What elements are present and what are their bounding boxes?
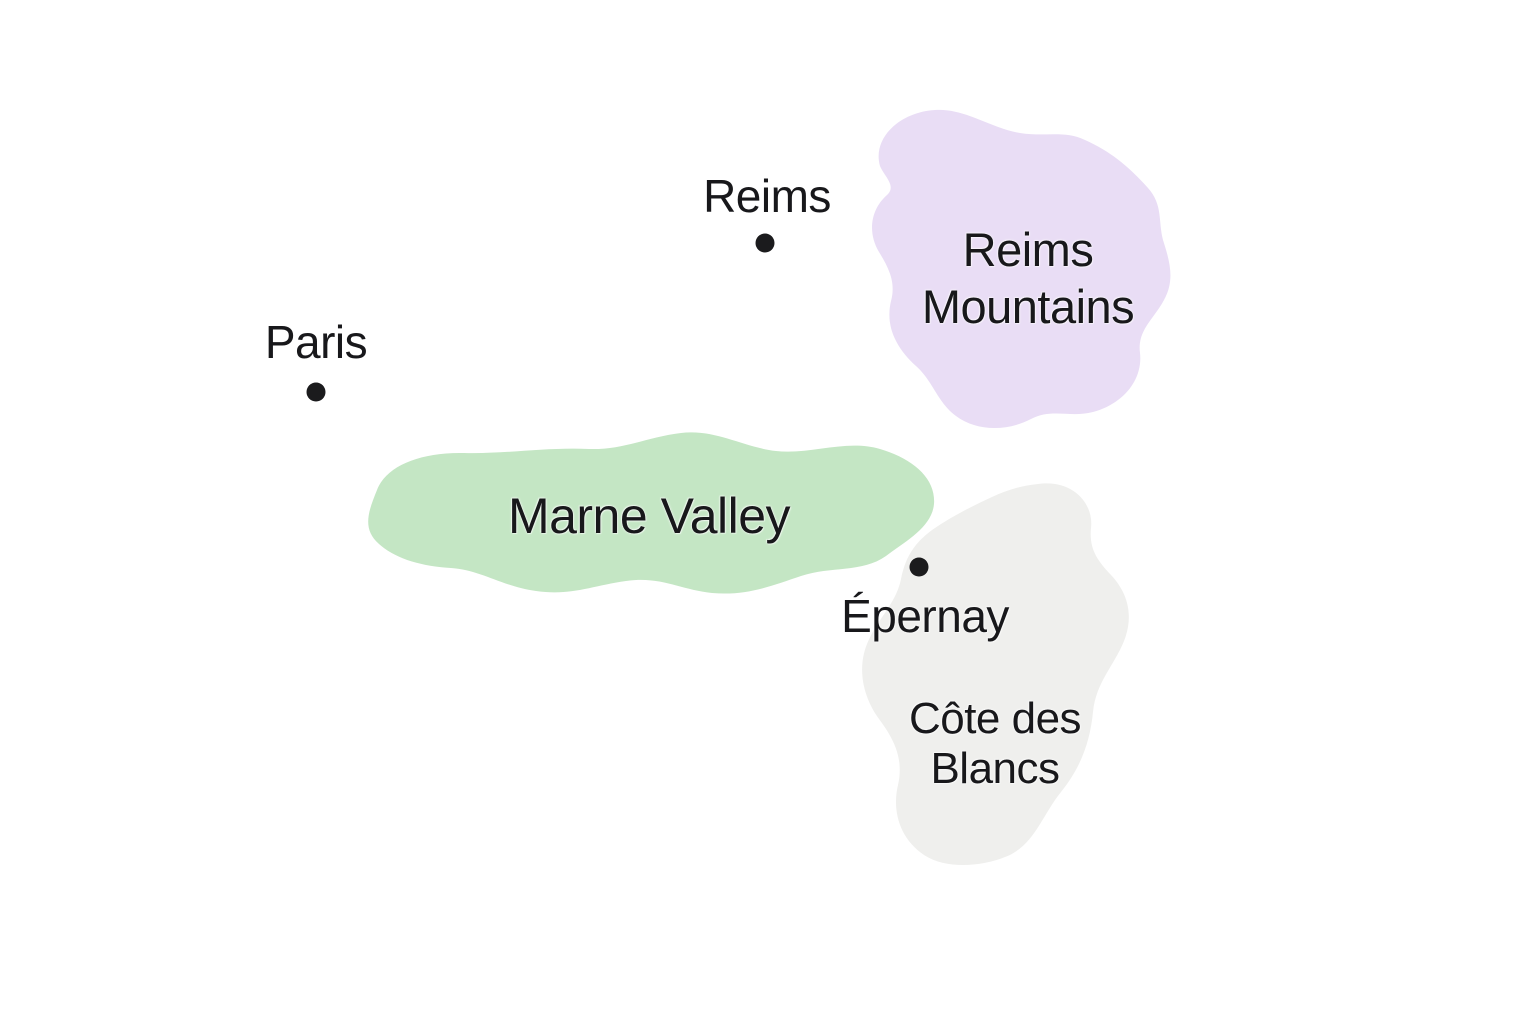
region-label-line: Marne Valley [507, 488, 791, 544]
region-label-line: Mountains [921, 280, 1135, 333]
region-blob-marne-valley [368, 432, 935, 594]
region-blob-reims-mountains [872, 109, 1171, 429]
region-label-line: Côte des [908, 694, 1082, 743]
region-label-marne-valley: Marne Valley [507, 488, 791, 544]
city-label-paris: Paris [264, 316, 368, 368]
city-dot-paris [306, 382, 326, 402]
region-label-line: Blancs [930, 744, 1060, 793]
city-dot-epernay [909, 557, 929, 577]
region-label-cote-des-blancs: Côte des Blancs [908, 694, 1082, 794]
city-label-epernay: Épernay [841, 590, 1009, 642]
city-label-reims: Reims [703, 170, 831, 222]
region-label-line: Reims [962, 223, 1094, 276]
region-label-reims-mountains: Reims Mountains [921, 221, 1135, 335]
region-blob-cote-des-blancs [862, 483, 1129, 866]
city-dot-reims [755, 233, 775, 253]
